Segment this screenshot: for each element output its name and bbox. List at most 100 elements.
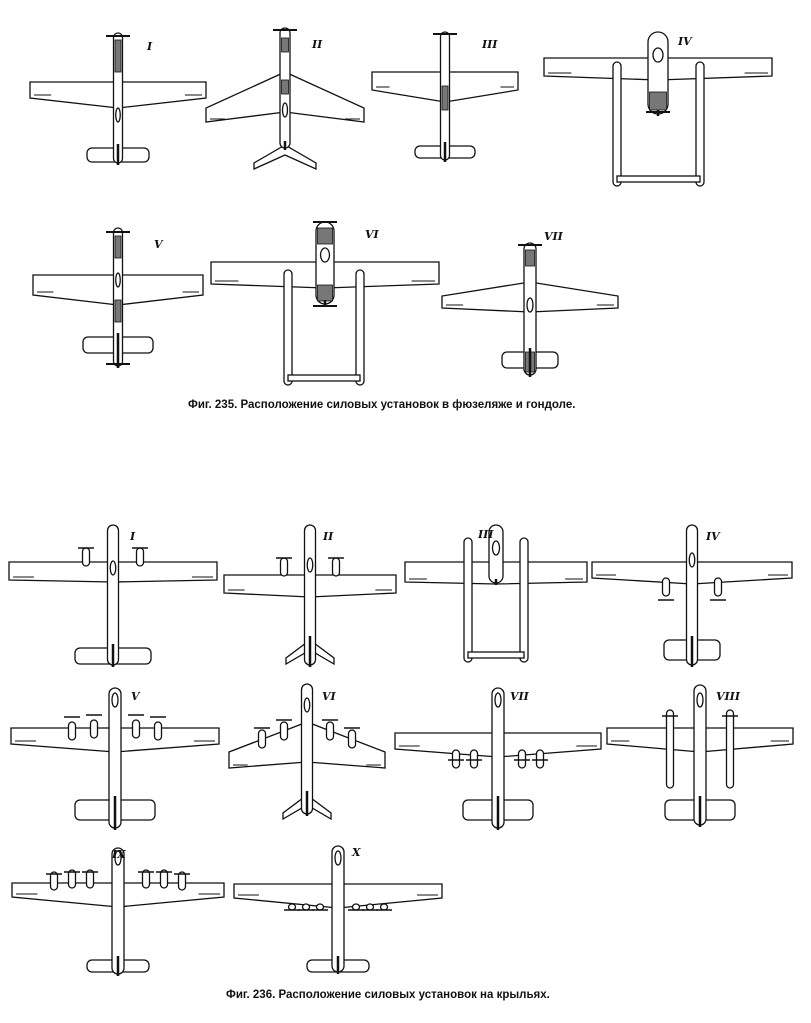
variant-numeral: VI	[365, 228, 380, 241]
cockpit	[494, 692, 502, 708]
cockpit	[334, 850, 342, 866]
engine-nacelle	[257, 729, 267, 749]
figure-235-variant-I: I	[29, 32, 207, 165]
figure-235-variant-V: V	[32, 227, 204, 368]
variant-numeral: VI	[322, 690, 337, 703]
engine-nacelle	[661, 577, 671, 597]
engine-nacelle	[279, 557, 289, 577]
engine-hatched	[114, 299, 122, 323]
engine-nacelle	[713, 577, 723, 597]
figure-235-variant-IV: IV	[543, 31, 773, 187]
figure-236-variant-VII: VII	[394, 687, 602, 830]
figure-236-caption: Фиг. 236. Расположение силовых установок…	[226, 989, 550, 1001]
engine-nacelle	[665, 709, 675, 789]
cockpit	[491, 540, 501, 556]
figure-236-variant-II: II	[223, 524, 397, 667]
engine-nacelle	[287, 903, 297, 911]
figure-236-variant-V: V	[10, 687, 220, 830]
variant-numeral: I	[146, 40, 153, 53]
engine-hatched	[114, 39, 122, 73]
cockpit	[306, 557, 314, 573]
tail-boom	[519, 537, 529, 663]
tail-boom	[283, 269, 293, 386]
horizontal-tail	[287, 374, 361, 382]
variant-numeral: IX	[111, 848, 126, 861]
figure-236-variant-VI: VI	[228, 683, 386, 821]
figure-235-caption: Фиг. 235. Расположение силовых установок…	[188, 399, 576, 411]
cockpit	[319, 247, 331, 263]
variant-numeral: I	[129, 530, 136, 543]
cockpit	[652, 47, 664, 63]
engine-nacelle	[81, 547, 91, 567]
engine-hatched	[281, 79, 289, 95]
fuselage	[111, 847, 125, 975]
horizontal-tail	[616, 175, 701, 183]
figure-235-variant-VII: VII	[441, 230, 619, 377]
engine-nacelle	[131, 719, 141, 739]
engine-nacelle	[725, 709, 735, 789]
engine-nacelle	[153, 721, 163, 741]
engine-nacelle	[279, 721, 289, 741]
engine-hatched	[649, 91, 667, 111]
variant-numeral: IV	[705, 530, 721, 543]
engine-nacelle	[177, 871, 187, 891]
figure-235-variant-II: II	[205, 27, 365, 171]
figure-236-variant-X: X	[233, 845, 443, 974]
engine-nacelle	[351, 903, 361, 911]
variant-numeral: VII	[510, 690, 530, 703]
engine-nacelle	[67, 721, 77, 741]
cockpit	[115, 272, 121, 288]
engine-nacelle	[535, 749, 545, 769]
variant-numeral: VII	[544, 230, 564, 243]
engine-nacelle	[49, 871, 59, 891]
horizontal-tail	[467, 651, 525, 659]
variant-numeral: III	[477, 528, 494, 541]
engine-nacelle	[301, 903, 311, 911]
cockpit	[114, 850, 122, 866]
variant-numeral: VIII	[716, 690, 741, 703]
figure-236-variant-IV: IV	[591, 524, 793, 667]
engine-nacelle	[347, 729, 357, 749]
engine-nacelle	[315, 903, 325, 911]
engine-hatched	[114, 235, 122, 259]
engine-nacelle	[67, 869, 77, 889]
cockpit	[688, 552, 696, 568]
engine-hatched	[281, 37, 289, 53]
engine-nacelle	[331, 557, 341, 577]
figure-236-variant-VIII: VIII	[606, 684, 794, 827]
engine-nacelle	[85, 869, 95, 889]
cockpit	[303, 697, 311, 713]
cockpit	[281, 102, 289, 118]
cockpit	[115, 107, 121, 123]
engine-nacelle	[325, 721, 335, 741]
cockpit	[111, 692, 119, 708]
variant-numeral: IV	[677, 35, 693, 48]
engine-hatched	[441, 85, 449, 111]
engine-hatched	[317, 227, 333, 245]
engine-nacelle	[517, 749, 527, 769]
engine-nacelle	[159, 869, 169, 889]
figure-236-variant-IX: IX	[11, 847, 225, 976]
engine-hatched	[317, 284, 333, 302]
figure-236-variant-III: III	[404, 524, 588, 663]
tail-boom	[695, 61, 705, 187]
cockpit	[109, 560, 117, 576]
variant-numeral: III	[481, 38, 498, 51]
engine-nacelle	[365, 903, 375, 911]
cockpit	[526, 297, 534, 313]
variant-numeral: II	[311, 38, 323, 51]
engine-nacelle	[135, 547, 145, 567]
tail-boom	[355, 269, 365, 386]
tail-boom	[612, 61, 622, 187]
engine-nacelle	[469, 749, 479, 769]
variant-numeral: X	[351, 846, 361, 859]
engine-nacelle	[141, 869, 151, 889]
figure-235-variant-III: III	[371, 31, 519, 162]
variant-numeral: II	[322, 530, 334, 543]
figure-235-variant-VI: VI	[210, 221, 440, 386]
figure-236-variant-I: I	[8, 524, 218, 667]
variant-numeral: V	[131, 690, 141, 703]
tail-boom	[463, 537, 473, 663]
engine-hatched	[525, 249, 535, 267]
